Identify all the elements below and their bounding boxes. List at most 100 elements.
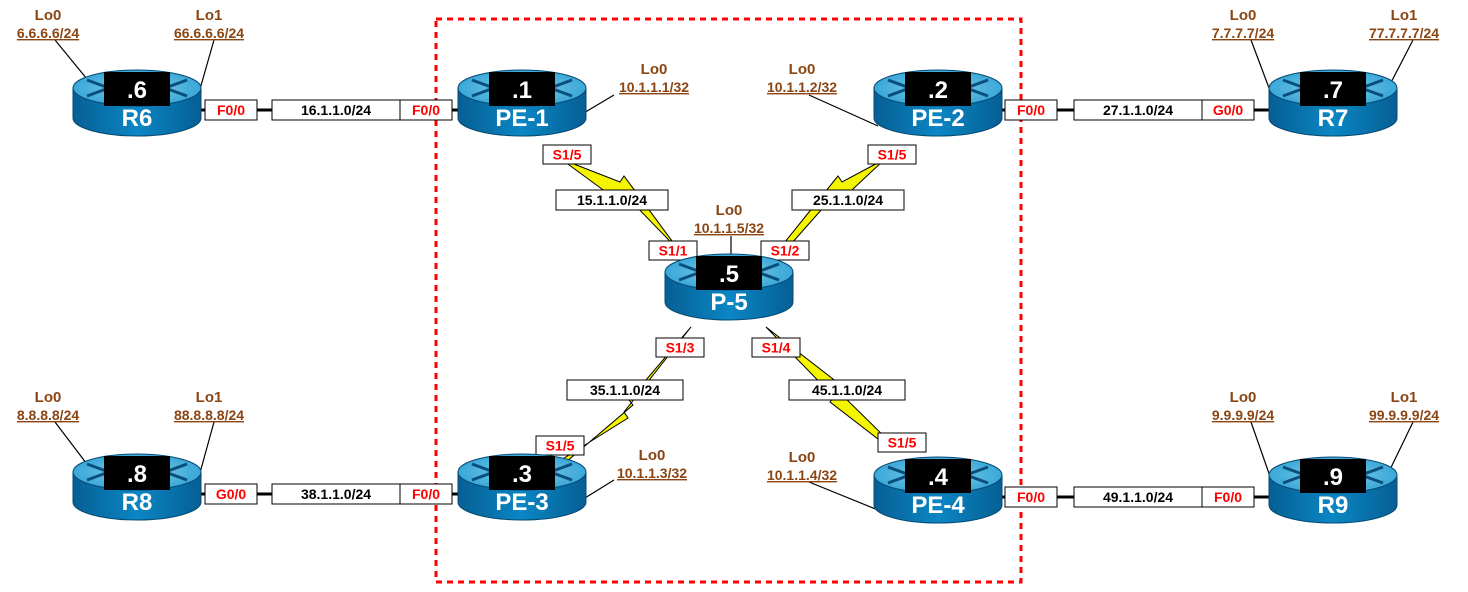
router-ip-box — [696, 256, 762, 290]
network-label-net-45: 45.1.1.0/24 — [788, 379, 906, 401]
network-label-net-15: 15.1.1.0/24 — [555, 189, 669, 211]
router-ip-box — [1300, 459, 1366, 493]
interface-label-r8-g00: G0/0 — [204, 483, 258, 505]
loopback-name: Lo1 — [1391, 7, 1418, 24]
network-label-text: 45.1.1.0/24 — [812, 382, 882, 398]
interface-label-text: F0/0 — [1017, 102, 1045, 118]
loopback-ip: 10.1.1.4/32 — [767, 467, 837, 483]
router-ip-label: .2 — [928, 77, 948, 104]
loopback-ip: 99.9.9.9/24 — [1369, 407, 1439, 423]
interface-label-text: S1/5 — [888, 435, 917, 451]
router-ip-label: .5 — [719, 261, 739, 288]
loopback-name: Lo1 — [196, 389, 223, 406]
router-ip-box — [489, 456, 555, 490]
network-label-text: 15.1.1.0/24 — [577, 192, 647, 208]
interface-label-pe2-s15: S1/5 — [867, 144, 917, 165]
interface-label-r9-f00: F0/0 — [1201, 486, 1255, 508]
loopback-ip: 66.6.6.6/24 — [174, 25, 244, 41]
network-label-text: 16.1.1.0/24 — [301, 102, 371, 118]
router-name: PE-1 — [495, 105, 548, 132]
network-labels: 16.1.1.0/24 27.1.1.0/24 15.1.1.0/24 25.1.1.… — [271, 99, 1203, 508]
interface-label-pe4-f00: F0/0 — [1004, 486, 1058, 508]
network-label-text: 38.1.1.0/24 — [301, 486, 371, 502]
router-r8[interactable]: .8R8 — [72, 453, 202, 521]
loopback-ip: 8.8.8.8/24 — [17, 407, 79, 423]
router-name: P-5 — [710, 289, 747, 316]
loopback-ip: 6.6.6.6/24 — [17, 25, 79, 41]
router-name: PE-3 — [495, 489, 548, 516]
interface-label-text: S1/4 — [762, 340, 791, 356]
loopback-name: Lo0 — [641, 61, 668, 78]
network-label-net-16: 16.1.1.0/24 — [271, 99, 401, 121]
network-label-net-49: 49.1.1.0/24 — [1073, 486, 1203, 508]
router-r9[interactable]: .9R9 — [1268, 456, 1398, 524]
interface-label-text: F0/0 — [412, 102, 440, 118]
interface-label-text: S1/5 — [546, 438, 575, 454]
loopback-ip: 10.1.1.5/32 — [694, 220, 764, 236]
interface-label-text: F0/0 — [412, 486, 440, 502]
interface-label-text: G0/0 — [1213, 102, 1244, 118]
loopback-ip: 7.7.7.7/24 — [1212, 25, 1274, 41]
interface-label-text: F0/0 — [217, 102, 245, 118]
network-label-text: 35.1.1.0/24 — [590, 382, 660, 398]
interface-label-text: S1/3 — [666, 340, 695, 356]
router-ip-box — [905, 459, 971, 493]
loopback-name: Lo1 — [196, 7, 223, 24]
router-pe1[interactable]: .1PE-1 — [457, 69, 587, 137]
router-p5[interactable]: .5P-5 — [664, 253, 794, 321]
router-r6[interactable]: .6R6 — [72, 69, 202, 137]
interface-label-text: G0/0 — [216, 486, 247, 502]
router-ip-box — [489, 72, 555, 106]
loopback-name: Lo0 — [639, 447, 666, 464]
network-label-text: 49.1.1.0/24 — [1103, 489, 1173, 505]
interface-label-text: F0/0 — [1017, 489, 1045, 505]
interface-label-text: S1/2 — [771, 243, 800, 259]
interface-label-r6-f00: F0/0 — [204, 99, 258, 121]
router-pe2[interactable]: .2PE-2 — [873, 69, 1003, 137]
router-r7[interactable]: .7R7 — [1268, 69, 1398, 137]
interface-label-pe1-f00: F0/0 — [399, 99, 453, 121]
router-ip-label: .8 — [127, 461, 147, 488]
loopback-ip: 77.7.7.7/24 — [1369, 25, 1439, 41]
loopback-name: Lo0 — [35, 7, 62, 24]
router-ip-box — [1300, 72, 1366, 106]
interface-label-p5-s11: S1/1 — [648, 240, 698, 261]
router-ip-label: .7 — [1323, 77, 1343, 104]
router-pe4[interactable]: .4PE-4 — [873, 456, 1003, 524]
router-name: R9 — [1318, 492, 1349, 519]
interface-label-text: S1/1 — [659, 243, 688, 259]
loopback-name: Lo0 — [789, 449, 816, 466]
loopback-name: Lo0 — [716, 202, 743, 219]
interface-label-pe4-s15: S1/5 — [877, 432, 927, 453]
network-label-net-38: 38.1.1.0/24 — [271, 483, 401, 505]
interface-label-p5-s14: S1/4 — [751, 337, 801, 358]
provider-core-boundary — [434, 17, 1023, 584]
loopback-name: Lo0 — [1230, 7, 1257, 24]
network-label-text: 27.1.1.0/24 — [1103, 102, 1173, 118]
interface-label-pe2-f00: F0/0 — [1004, 99, 1058, 121]
interface-label-p5-s12: S1/2 — [760, 240, 810, 261]
router-name: R7 — [1318, 105, 1349, 132]
router-name: PE-4 — [911, 492, 965, 519]
router-ip-label: .3 — [512, 461, 532, 488]
router-pe3[interactable]: .3PE-3 — [457, 453, 587, 521]
router-ip-label: .9 — [1323, 464, 1343, 491]
interface-label-text: F0/0 — [1214, 489, 1242, 505]
network-label-net-35: 35.1.1.0/24 — [566, 379, 684, 401]
router-ip-box — [104, 72, 170, 106]
router-ip-box — [905, 72, 971, 106]
network-label-text: 25.1.1.0/24 — [813, 192, 883, 208]
